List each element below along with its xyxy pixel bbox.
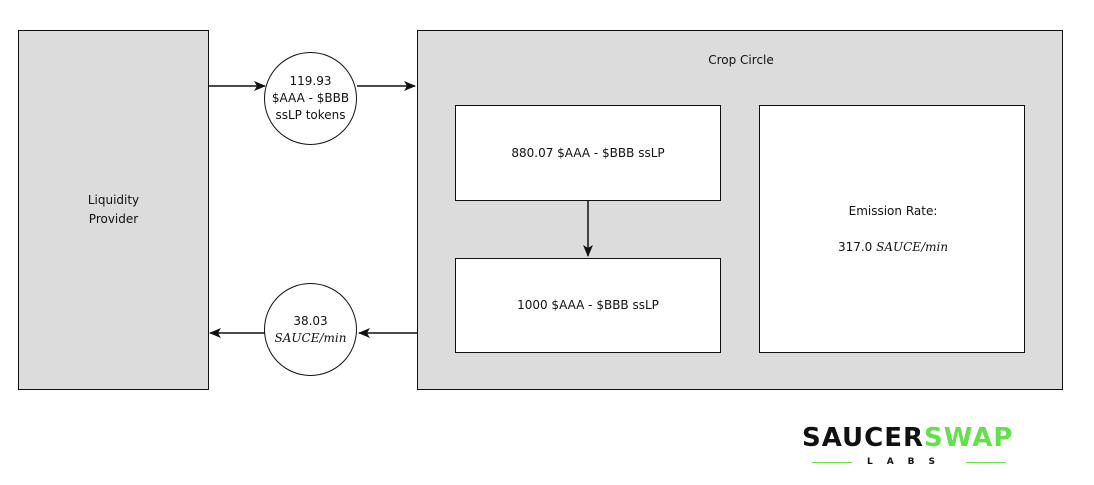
logo-right-rule	[966, 462, 1006, 463]
emission-rate-unit: SAUCE/min	[876, 240, 949, 254]
deposit-token-unit: ssLP tokens	[275, 108, 346, 122]
logo-word-swap: SWAP	[924, 423, 1014, 453]
total-amount-text: 1000 $AAA - $BBB ssLP	[517, 298, 659, 312]
reward-token-rate: SAUCE/min	[274, 330, 347, 345]
staked-amount-text: 880.07 $AAA - $BBB ssLP	[511, 145, 665, 160]
reward-token-node: 38.03 SAUCE/min	[264, 283, 357, 376]
provider-label-line1: Liquidity	[87, 193, 140, 207]
emission-rate-value: 317.0	[837, 240, 873, 254]
saucerswap-labs-logo: SAUCERSWAP LABS	[800, 424, 1020, 474]
deposit-token-amount: 119.93	[289, 74, 332, 88]
logo-left-rule	[812, 462, 852, 463]
liquidity-provider-node: Liquidity Provider	[18, 30, 209, 390]
logo-word-saucer: SAUCER	[802, 423, 925, 453]
provider-label-line2: Provider	[88, 212, 139, 226]
emission-rate-value-row: 317.0 SAUCE/min	[760, 240, 1026, 254]
staked-amount-box: 880.07 $AAA - $BBB ssLP	[455, 105, 721, 201]
deposit-token-node: 119.93 $AAA - $BBB ssLP tokens	[264, 52, 357, 145]
crop-circle-title: Crop Circle	[708, 53, 774, 67]
logo-labs-text: LABS	[866, 457, 950, 467]
emission-rate-label: Emission Rate:	[848, 204, 938, 218]
deposit-token-pair: $AAA - $BBB	[271, 91, 350, 105]
reward-token-amount: 38.03	[293, 313, 328, 328]
total-amount-box: 1000 $AAA - $BBB ssLP	[455, 258, 721, 353]
logo-wordmark: SAUCERSWAP	[802, 424, 1013, 452]
emission-rate-box: Emission Rate: 317.0 SAUCE/min	[759, 105, 1025, 353]
